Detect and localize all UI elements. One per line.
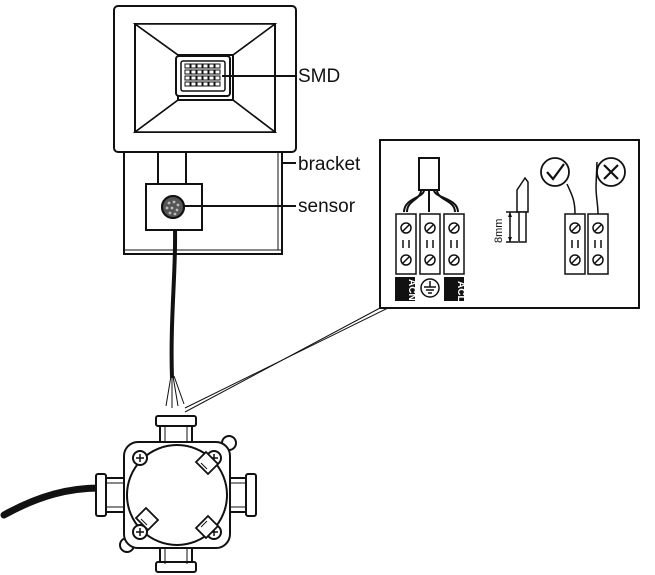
ground-symbol-icon — [420, 278, 440, 298]
sensor-label: sensor — [298, 196, 356, 217]
bracket-label: bracket — [298, 154, 361, 175]
screw-icon — [132, 524, 148, 540]
terminal-block-earth — [419, 213, 441, 275]
strip-length-label: 8mm — [493, 219, 505, 243]
terminal-pad — [194, 514, 220, 540]
terminal-pad — [194, 450, 220, 476]
stripped-wire-icon — [506, 176, 529, 243]
checkmark-icon — [540, 157, 570, 187]
smd-label: SMD — [298, 66, 340, 87]
terminal-block-incorrect — [587, 161, 609, 275]
cross-icon — [596, 157, 626, 187]
cable-gland-right — [227, 473, 257, 517]
mains-cable — [0, 484, 104, 519]
cable-gland-bottom — [155, 545, 197, 573]
junction-box — [95, 415, 257, 573]
terminal-block-correct — [564, 183, 586, 275]
acl-tag — [444, 277, 464, 301]
smd-chip-icon — [175, 55, 231, 97]
terminal-block-acl — [443, 213, 465, 275]
screw-icon — [132, 450, 148, 466]
cable-wire-ends — [165, 375, 185, 408]
cable-gland-top — [155, 415, 197, 445]
terminal-block-acn — [395, 213, 417, 275]
wiring-detail-panel: ACN ACL 8mm — [379, 139, 640, 309]
acl-label: ACL — [455, 281, 466, 302]
callout-line-lower — [184, 307, 381, 413]
cable-gland-left — [95, 473, 125, 517]
terminal-pad — [134, 506, 160, 532]
acn-tag — [395, 277, 415, 301]
acn-label: ACN — [406, 279, 417, 301]
power-cable — [169, 229, 178, 379]
